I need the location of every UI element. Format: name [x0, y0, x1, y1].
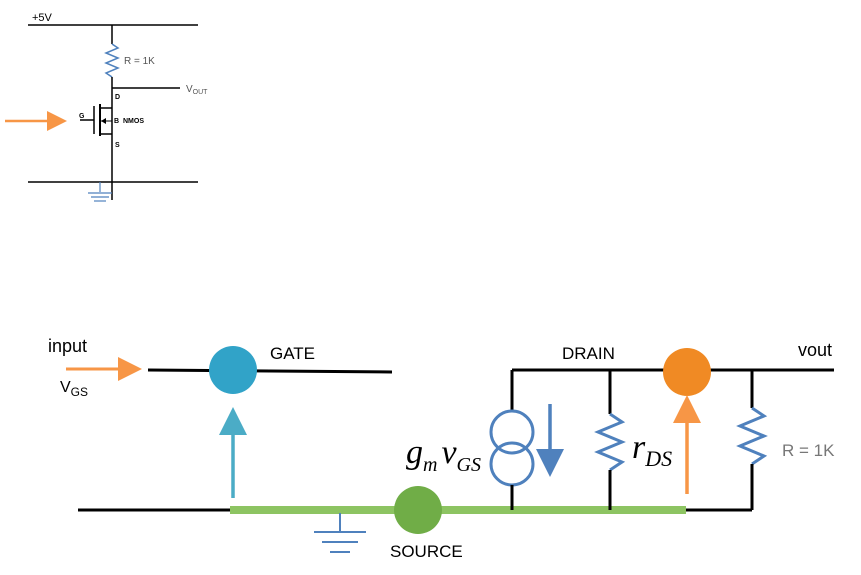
body-arrow — [101, 118, 106, 124]
load-resistor-label-large: R = 1K — [782, 441, 835, 460]
load-resistor-label: R = 1K — [124, 56, 155, 67]
device-label: NMOS — [123, 118, 144, 125]
gate-node — [209, 346, 257, 394]
source-label: SOURCE — [390, 542, 463, 561]
gate-label: GATE — [270, 344, 315, 363]
bulk-pin-label: B — [114, 118, 119, 125]
rds-resistor — [594, 412, 626, 472]
current-source-ring-bottom — [489, 441, 535, 487]
load-resistor-large — [736, 406, 768, 466]
rds-label: rDS — [632, 429, 672, 471]
nmos-schematic: +5V R = 1K VOUT D G B NMOS S — [5, 12, 208, 202]
drain-pin-label: D — [115, 94, 120, 101]
source-pin-label: S — [115, 142, 120, 149]
gate-wire — [147, 368, 393, 374]
vout-label-large: vout — [798, 340, 832, 360]
drain-label: DRAIN — [562, 344, 615, 363]
input-label: input — [48, 336, 87, 356]
supply-label: +5V — [32, 12, 53, 24]
source-node — [394, 486, 442, 534]
gate-pin-label: G — [79, 113, 85, 120]
load-resistor — [104, 43, 120, 78]
vgs-label: VGS — [60, 379, 88, 399]
current-source-ring-top — [489, 409, 535, 455]
drain-node — [663, 348, 711, 396]
vout-label: VOUT — [186, 84, 208, 96]
